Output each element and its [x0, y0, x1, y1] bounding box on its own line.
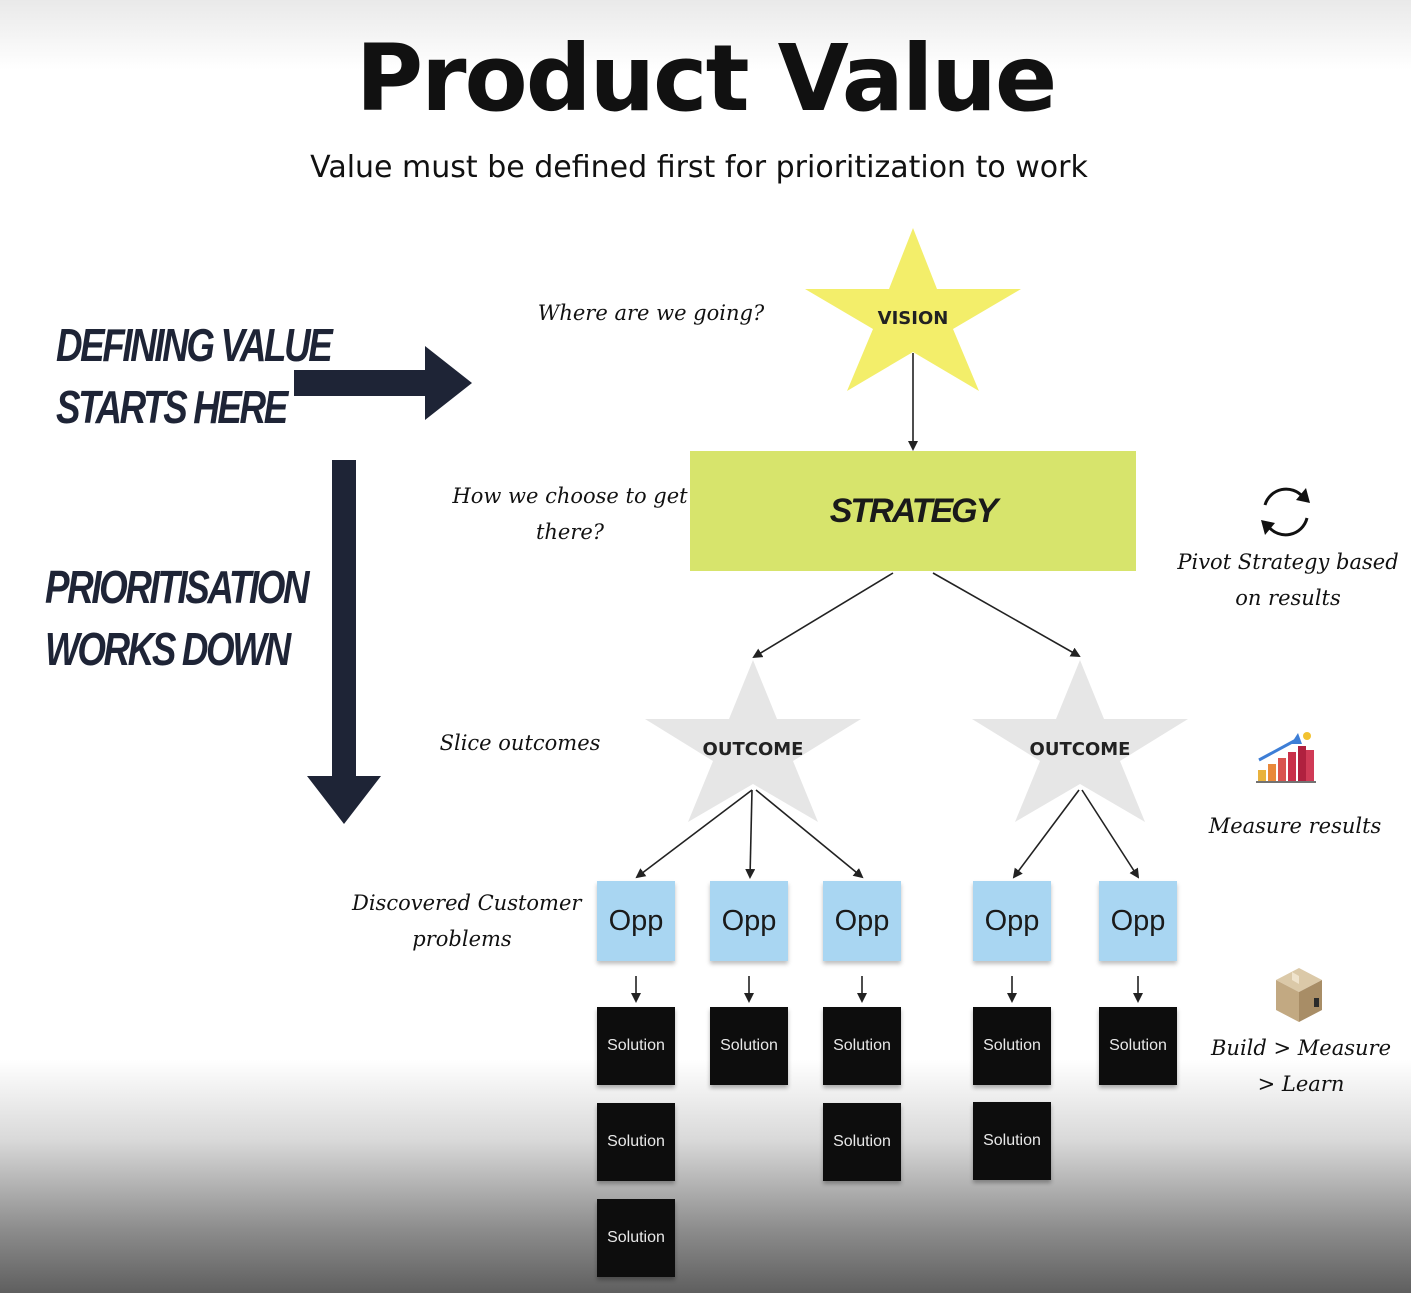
note-build-measure-learn: Build > Measure > Learn	[1210, 1030, 1392, 1102]
outcome-to-opp-line	[745, 789, 756, 879]
note-pivot-line1: Pivot Strategy based	[1177, 550, 1399, 574]
page-subtitle: Value must be defined first for prioriti…	[310, 150, 1088, 185]
strategy-to-outcome-right-line	[932, 572, 1081, 657]
outcome-to-opp-line	[1081, 789, 1140, 879]
outcome-to-opp-line	[1012, 789, 1080, 879]
connector-lines	[631, 353, 1143, 1003]
note-how-choose-line2: there?	[535, 520, 605, 544]
outcome-left-label: OUTCOME	[702, 739, 804, 760]
note-discovered-line1: Discovered Customer	[352, 891, 582, 915]
solution-note: Solution	[823, 1007, 901, 1085]
solution-note: Solution	[597, 1103, 675, 1181]
strategy-to-outcome-left-line	[752, 572, 894, 659]
note-discovered-problems: Discovered Customer problems	[352, 885, 582, 957]
solution-note: Solution	[1099, 1007, 1177, 1085]
outcome-to-opp-line	[755, 789, 864, 879]
note-how-choose-line1: How we choose to get	[452, 484, 688, 508]
opp-note: Opp	[710, 881, 788, 961]
defining-value-line2: STARTS HERE	[56, 381, 288, 433]
prioritisation-line1: PRIORITISATION	[45, 561, 310, 613]
opp-note: Opp	[823, 881, 901, 961]
opp-note: Opp	[1099, 881, 1177, 961]
note-where-going: Where are we going?	[537, 301, 765, 325]
note-pivot-line2: on results	[1235, 586, 1341, 610]
outcome-right-label: OUTCOME	[1029, 739, 1131, 760]
outcome-star-right	[972, 660, 1188, 822]
vision-label: VISION	[877, 308, 949, 329]
opp-note: Opp	[973, 881, 1051, 961]
right-arrow-icon	[294, 346, 472, 420]
growth-bar-chart-icon	[1256, 732, 1316, 783]
strategy-box: STRATEGY	[690, 451, 1136, 571]
down-arrow-icon	[307, 460, 381, 824]
note-how-choose: How we choose to get there?	[452, 478, 688, 550]
solution-note: Solution	[973, 1102, 1051, 1180]
outcome-star-left	[645, 660, 861, 822]
defining-value-label: DEFINING VALUE STARTS HERE	[56, 314, 333, 438]
vision-star	[805, 228, 1021, 391]
solution-note: Solution	[597, 1199, 675, 1277]
solution-note: Solution	[973, 1007, 1051, 1085]
prioritisation-label: PRIORITISATION WORKS DOWN	[45, 556, 310, 680]
note-slice-outcomes: Slice outcomes	[439, 731, 601, 755]
refresh-cycle-icon	[1261, 487, 1310, 537]
page-title: Product Value	[355, 25, 1058, 132]
package-box-icon	[1276, 968, 1322, 1022]
strategy-label: STRATEGY	[829, 491, 999, 530]
note-build-line2: > Learn	[1257, 1072, 1345, 1096]
prioritisation-line2: WORKS DOWN	[45, 623, 291, 675]
note-measure-results: Measure results	[1208, 814, 1382, 838]
note-discovered-line2: problems	[412, 927, 512, 951]
note-pivot-strategy: Pivot Strategy based on results	[1176, 544, 1400, 616]
note-build-line1: Build > Measure	[1211, 1036, 1391, 1060]
solution-note: Solution	[597, 1007, 675, 1085]
defining-value-line1: DEFINING VALUE	[56, 319, 333, 371]
solution-note: Solution	[823, 1103, 901, 1181]
opp-note: Opp	[597, 881, 675, 961]
solution-note: Solution	[710, 1007, 788, 1085]
outcome-to-opp-line	[635, 789, 753, 879]
